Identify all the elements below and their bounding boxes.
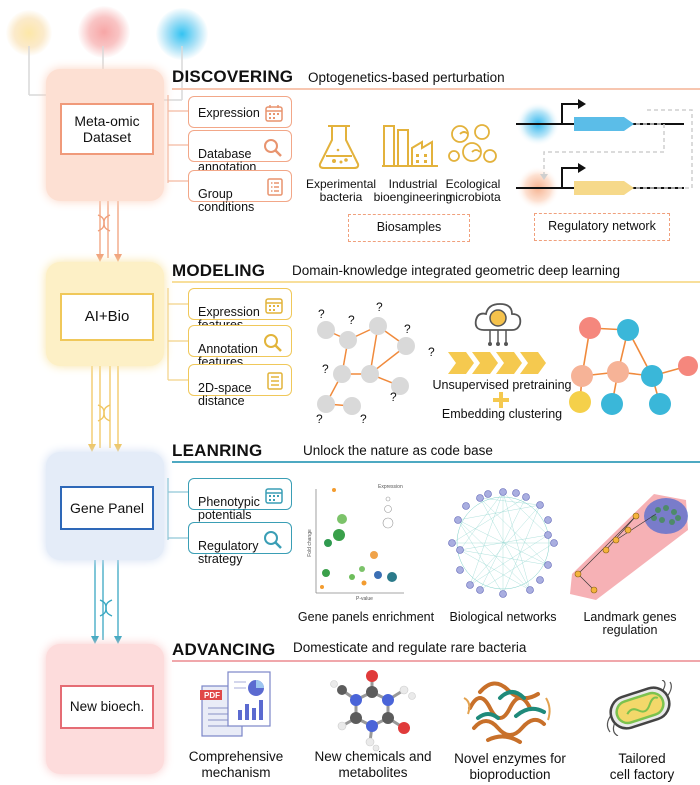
item-database-annotation[interactable]: Database annotation (188, 130, 292, 174)
plus-icon (493, 392, 509, 408)
microbiota-icon (448, 124, 497, 163)
unsupervised-pretraining-label: Unsupervised pretraining (432, 378, 572, 392)
pipeline-chevrons (448, 352, 546, 374)
discovering-item-connectors (167, 95, 188, 183)
calendar-icon (265, 488, 283, 504)
new-biotech-box[interactable]: New bioech. (60, 685, 154, 729)
advancing-divider (172, 660, 700, 662)
item-label: Group conditions (198, 186, 255, 214)
flask-icon (318, 125, 360, 169)
item-label: 2D-space distance (198, 380, 252, 408)
gene-panel-enrichment-plot (315, 488, 404, 594)
biosample-caption-experimental: Experimental bacteria (306, 177, 377, 204)
question-mark: ? (316, 412, 323, 426)
caption-biological-networks: Biological networks (449, 610, 557, 624)
item-label: Phenotypic potentials (198, 494, 260, 522)
discovering-title: DISCOVERING (172, 67, 294, 86)
discovering-divider (172, 88, 700, 90)
biosamples-label: Biosamples (376, 220, 442, 234)
list-icon (267, 178, 283, 196)
modeling-subtitle: Domain-knowledge integrated geometric de… (292, 263, 620, 278)
regulatory-network-label: Regulatory network (548, 219, 656, 233)
outcome-novel-enzymes: Novel enzymes for bioproduction (454, 751, 566, 782)
item-annotation-features[interactable]: Annotation features (188, 325, 292, 369)
enrichment-xlabel: P-value (356, 596, 373, 602)
question-mark: ? (348, 313, 355, 327)
outcome-comprehensive-mechanism: Comprehensive mechanism (188, 749, 284, 780)
question-mark: ? (404, 322, 411, 336)
item-label: Expression (198, 106, 260, 120)
factory-icon (382, 125, 438, 167)
regulatory-network-diagram (516, 99, 693, 210)
question-mark: ? (318, 307, 325, 321)
item-phenotypic-potentials[interactable]: Phenotypic potentials (188, 478, 292, 522)
question-mark: ? (322, 362, 329, 376)
advancing-subtitle: Domesticate and regulate rare bacteria (293, 640, 527, 655)
regulatory-network-bracket (534, 213, 670, 241)
magnifier-icon (264, 139, 282, 157)
ai-cloud-brain-icon (474, 303, 522, 346)
learning-title: LEANRING (172, 441, 263, 460)
learning-subtitle: Unlock the nature as code base (303, 443, 493, 458)
discovering-subtitle: Optogenetics-based perturbation (308, 70, 505, 85)
modeling-divider (172, 281, 700, 283)
red-light-glow (78, 6, 130, 58)
meta-omic-dataset-box[interactable]: Meta-omic Dataset (60, 103, 154, 155)
item-expression-features[interactable]: Expression features (188, 288, 292, 332)
magnifier-icon (264, 334, 282, 352)
embedding-clustering-label: Embedding clustering (441, 407, 563, 421)
unknown-gene-graph (317, 317, 415, 415)
question-mark: ? (376, 300, 383, 314)
modeling-item-connectors (167, 288, 188, 381)
caption-gene-panels-enrichment: Gene panels enrichment (297, 610, 435, 624)
item-group-conditions[interactable]: Group conditions (188, 170, 292, 214)
caption-landmark-genes-regulation: Landmark genes regulation (583, 610, 677, 637)
landmark-genes-plot (570, 494, 688, 600)
item-2d-space-distance[interactable]: 2D-space distance (188, 364, 292, 408)
list-icon (267, 372, 283, 390)
modeling-title: MODELING (172, 261, 266, 280)
question-mark: ? (428, 345, 435, 359)
learning-item-connectors (167, 478, 188, 540)
magnifier-icon (264, 531, 282, 549)
item-label: Regulatory strategy (198, 538, 259, 566)
item-regulatory-strategy[interactable]: Regulatory strategy (188, 522, 292, 566)
question-mark: ? (360, 412, 367, 426)
biosamples-bracket (348, 214, 470, 242)
pdf-badge: PDF (204, 691, 220, 700)
enrichment-legend-title: Expression (378, 484, 403, 490)
outcome-new-chemicals: New chemicals and metabolites (314, 749, 432, 780)
clustered-gene-graph (569, 317, 698, 415)
protein-structure-icon (463, 681, 551, 744)
learning-divider (172, 461, 700, 463)
advancing-title: ADVANCING (172, 640, 276, 659)
enrichment-ylabel: Fold change (306, 529, 313, 557)
molecule-model-icon (330, 670, 416, 752)
ai-bio-box[interactable]: AI+Bio (60, 293, 154, 341)
item-expression[interactable]: Expression (188, 96, 292, 128)
biosample-caption-industrial: Industrial bioengineering (373, 177, 453, 204)
gene-panel-box[interactable]: Gene Panel (60, 486, 154, 530)
calendar-icon (265, 298, 283, 314)
outcome-tailored-cell-factory: Tailored cell factory (609, 751, 675, 782)
dna-icon (97, 214, 111, 232)
calendar-icon (265, 105, 283, 122)
biosample-caption-ecological: Ecological microbiota (445, 177, 501, 204)
question-mark: ? (390, 390, 397, 404)
biological-network-plot (448, 488, 558, 598)
bacteria-cell-icon (606, 680, 672, 736)
document-report-icon: PDF (200, 671, 271, 737)
